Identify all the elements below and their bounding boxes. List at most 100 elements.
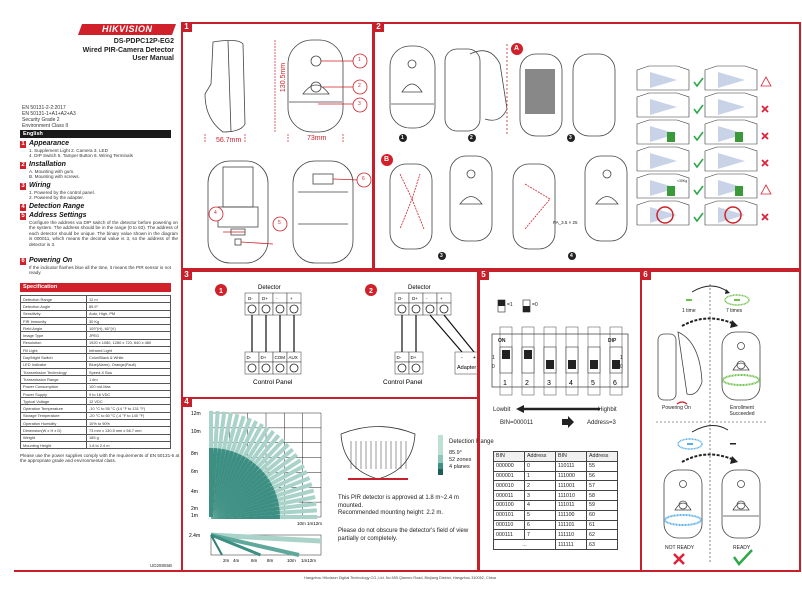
width-dimension: 73mm: [307, 135, 327, 142]
svg-text:+: +: [473, 355, 476, 361]
fov-cone: [650, 72, 677, 88]
arrow-right-icon: [562, 416, 574, 428]
screw-terminal: [261, 363, 271, 373]
spec-value: 12 VDC: [86, 397, 171, 406]
language-bar: English: [20, 130, 171, 138]
section-number: 4: [20, 203, 26, 211]
side-x-tick: 6m: [251, 558, 258, 563]
row-1-label: 1: [492, 355, 495, 361]
side-x-tick: 4m: [233, 558, 240, 563]
callout-led: 3: [358, 101, 361, 107]
panel-tag: 1: [181, 22, 192, 32]
terminal-label: D+: [411, 355, 417, 360]
led-flash-once: [686, 299, 692, 301]
spec-label: Detection Range: [20, 294, 87, 304]
screw-terminal: [425, 304, 435, 314]
terminal-label: +: [440, 296, 443, 301]
side-x-tick: 10m: [287, 558, 296, 563]
fov-cone: [650, 207, 677, 223]
spec-label: LED Indicator: [20, 360, 87, 369]
panel-tag: 2: [373, 22, 384, 32]
table-cell: 60: [586, 509, 618, 521]
table-cell: 111010: [555, 490, 587, 501]
specification-header: Specification: [20, 283, 171, 292]
table-cell: 0: [524, 460, 556, 472]
terminal-label: D-: [397, 355, 402, 360]
spec-value: 1.6m: [86, 375, 171, 384]
section-line: 1. Powered by the control panel.: [29, 190, 95, 195]
chair-icon: [735, 132, 743, 142]
section-line: A. Mounting with gum.: [29, 169, 75, 174]
standards: EN 50131-2-2:2017 EN 50131-1+A1+A2+A3 Se…: [22, 105, 76, 129]
address-value: Address=3: [587, 420, 616, 426]
screw-terminal: [247, 304, 257, 314]
warning-icon: [760, 184, 772, 195]
terminal-label: -: [276, 296, 278, 301]
spec-value: Speed-X Bus: [86, 367, 171, 377]
warning-icon: [760, 76, 772, 87]
spec-value: 109°(H), 60°(V): [86, 324, 171, 333]
column-header: Address: [524, 451, 556, 462]
dip-knob: [568, 360, 576, 369]
flash-seven-label: 7 times: [726, 308, 743, 314]
callout-camera: 2: [358, 83, 361, 89]
wire: [429, 314, 463, 353]
check-icon: [693, 104, 704, 115]
spec-label: Typical Voltage: [20, 397, 87, 406]
y-tick: 10m: [191, 429, 201, 435]
section-number: 5: [20, 212, 26, 220]
standard: EN 50131-2-2:2017: [22, 105, 66, 111]
spec-label: Field Angle: [20, 324, 87, 333]
x-icon: [761, 132, 769, 140]
table-cell: 000001: [493, 470, 525, 482]
depth-dimension: 56.7mm: [216, 137, 242, 144]
column-header: Address: [586, 451, 618, 462]
table-cell: 111011: [555, 499, 587, 511]
powering-on-label: Powering On: [662, 405, 691, 411]
spec-label: Sensitivity: [20, 309, 87, 318]
table-cell: 000101: [493, 509, 525, 521]
section-title: Installation: [29, 161, 66, 168]
spec-value: -20 °C to 60 °C (-4 °F to 140 °F): [86, 411, 171, 421]
section-title: Powering On: [29, 257, 73, 264]
spec-value: 85.9°: [86, 302, 171, 311]
callout-supplement-light: 1: [358, 57, 361, 63]
table-cell: 000000: [493, 460, 525, 472]
pet-weight-tag: <30Kg: [677, 179, 688, 183]
x-mark-icon: [673, 553, 685, 565]
legend-plane: [438, 455, 443, 463]
tamper-drawing: [234, 238, 242, 246]
section-title: Wiring: [29, 182, 51, 189]
panel-powering-on: 6 1 time 7 times Powering On Enrollment …: [640, 270, 801, 572]
diagram-number-badge: [365, 284, 377, 296]
dip-number: 5: [591, 380, 595, 387]
side-x-tick: 8m: [267, 558, 274, 563]
wire: [443, 314, 475, 353]
fov-cone: [650, 153, 677, 169]
spec-value: 9 to 16 VDC: [86, 389, 171, 399]
bin-value: BIN=000011: [500, 420, 534, 426]
enrollment-label: Enrollment Succeeded: [729, 405, 755, 417]
hikvision-logo: HIKVISION: [77, 24, 177, 35]
lens-drawing: [340, 426, 416, 480]
chair-icon: [667, 132, 675, 142]
screw-terminal: [289, 363, 299, 373]
table-cell: 000011: [493, 490, 525, 501]
table-cell: 4: [524, 499, 556, 511]
table-cell: 62: [586, 529, 618, 541]
section-title: Appearance: [29, 140, 70, 147]
table-cell: 61: [586, 519, 618, 531]
callout-terminals: 6: [362, 176, 365, 182]
height-dimension: 130.5mm: [280, 62, 288, 93]
dip-knob: [502, 350, 510, 359]
detector-label: Detector: [408, 285, 431, 291]
